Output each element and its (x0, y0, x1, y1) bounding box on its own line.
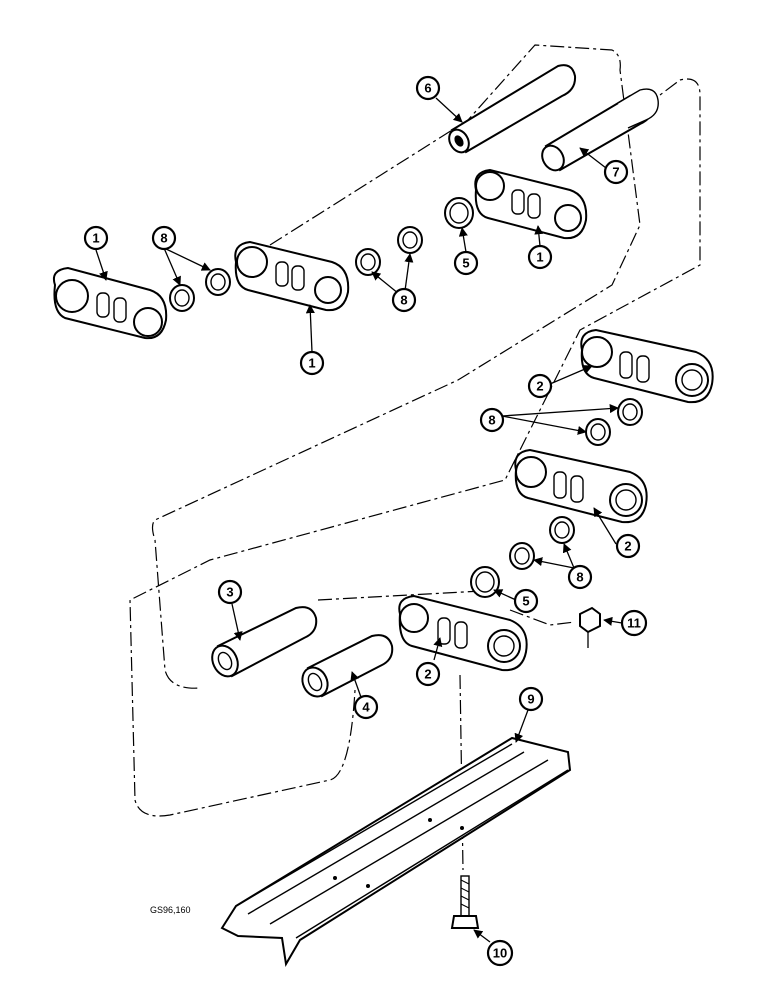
seal-part-5-upper (444, 197, 474, 229)
callout-1-right: 1 (527, 244, 553, 270)
callout-5-upper: 5 (453, 250, 479, 276)
svg-text:1: 1 (92, 231, 99, 246)
callout-2-middle: 2 (615, 533, 641, 559)
callout-8-lower: 8 (567, 564, 593, 590)
figure-reference-code: GS96,160 (150, 905, 191, 915)
svg-text:9: 9 (527, 692, 534, 707)
callout-1-middle: 1 (299, 350, 325, 376)
track-link-part-1-right (474, 168, 588, 240)
seal-part-5-lower (470, 566, 500, 598)
svg-text:2: 2 (624, 539, 631, 554)
svg-text:6: 6 (424, 81, 431, 96)
callout-11: 11 (620, 609, 648, 637)
track-link-part-1-middle (234, 240, 350, 312)
svg-text:8: 8 (160, 231, 167, 246)
track-shoe-part-9 (220, 736, 572, 967)
bushing-part-4 (301, 634, 394, 698)
nut-part-11 (579, 606, 601, 648)
callout-3: 3 (217, 579, 243, 605)
svg-text:4: 4 (362, 700, 370, 715)
track-link-part-2-middle (514, 448, 648, 524)
svg-text:10: 10 (493, 946, 507, 961)
svg-text:11: 11 (627, 616, 641, 631)
track-link-part-2-upper (580, 328, 714, 404)
callout-4: 4 (353, 694, 379, 720)
seal-rings-part-8-middle (585, 398, 643, 446)
track-link-part-1-left (52, 266, 168, 340)
svg-text:5: 5 (462, 256, 469, 271)
svg-text:8: 8 (400, 293, 407, 308)
svg-text:2: 2 (536, 379, 543, 394)
pin-part-3 (211, 606, 318, 678)
svg-text:1: 1 (536, 250, 543, 265)
callout-6: 6 (415, 75, 441, 101)
callout-9: 9 (518, 686, 544, 712)
callout-2-lower: 2 (415, 661, 441, 687)
callout-8-upper-left: 8 (151, 225, 177, 251)
seal-rings-part-8-lower (509, 516, 575, 570)
callout-5-lower: 5 (513, 588, 539, 614)
seal-rings-part-8-upper (169, 226, 423, 312)
bushing-part-7 (541, 88, 659, 172)
pin-part-6 (448, 64, 577, 154)
svg-text:2: 2 (424, 667, 431, 682)
svg-text:1: 1 (308, 356, 315, 371)
svg-text:5: 5 (522, 594, 529, 609)
svg-text:3: 3 (226, 585, 233, 600)
callout-7: 7 (603, 159, 629, 185)
bolt-part-10 (450, 875, 480, 929)
track-link-part-2-lower (398, 594, 528, 672)
svg-text:7: 7 (612, 165, 619, 180)
svg-text:8: 8 (576, 570, 583, 585)
callout-8-middle: 8 (479, 407, 505, 433)
callout-10: 10 (486, 939, 514, 967)
svg-text:8: 8 (488, 413, 495, 428)
callout-8-upper-middle: 8 (391, 287, 417, 313)
callout-2-upper: 2 (527, 373, 553, 399)
leader-lines (95, 97, 623, 943)
callout-1-left: 1 (83, 225, 109, 251)
